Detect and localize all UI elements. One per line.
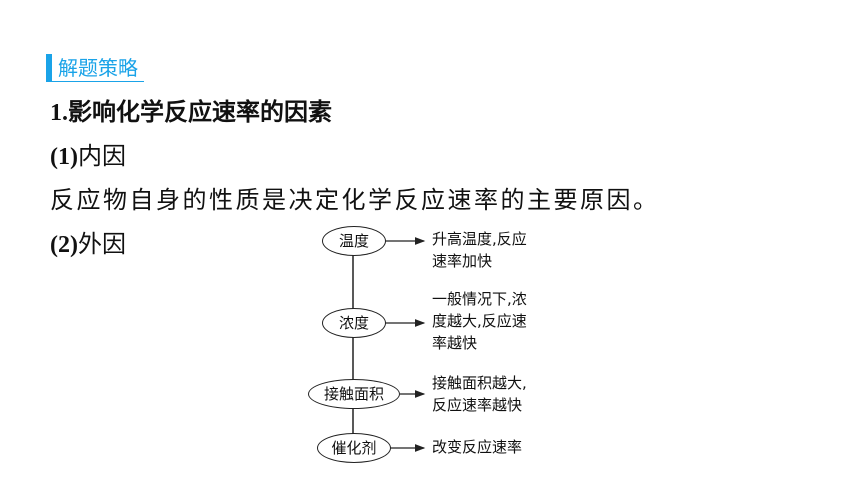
external-factors-diagram: 温度 浓度 接触面积 催化剂 升高温度,反应 速率加快 一般情况下,浓 度越大,… — [300, 222, 580, 472]
subheading-internal-cause: (1)内因 — [50, 140, 126, 173]
heading-text: 影响化学反应速率的因素 — [68, 98, 332, 126]
subheading-external-number: (2) — [50, 232, 78, 258]
factor-node-catalyst: 催化剂 — [317, 433, 391, 463]
factor-node-concentration: 浓度 — [322, 308, 386, 338]
heading-influencing-factors: 1.影响化学反应速率的因素 — [50, 96, 332, 129]
subheading-external-text: 外因 — [77, 230, 126, 258]
subheading-internal-text: 内因 — [77, 142, 126, 170]
internal-cause-paragraph: 反应物自身的性质是决定化学反应速率的主要原因。 — [50, 186, 660, 214]
factor-effect-catalyst: 改变反应速率 — [432, 438, 523, 456]
factor-effect-surface-area: 接触面积越大, 反应速率越快 — [432, 374, 527, 414]
heading-number: 1. — [50, 100, 68, 126]
section-tag: 解题策略 — [46, 54, 144, 82]
section-tag-label: 解题策略 — [52, 54, 144, 82]
factor-node-surface-area: 接触面积 — [308, 379, 400, 409]
factor-effect-temperature: 升高温度,反应 速率加快 — [432, 230, 527, 270]
factor-effect-concentration: 一般情况下,浓 度越大,反应速 率越快 — [432, 290, 527, 352]
subheading-internal-number: (1) — [50, 144, 78, 170]
factor-node-temperature: 温度 — [322, 226, 386, 256]
section-tag-bar — [46, 54, 52, 82]
subheading-external-cause: (2)外因 — [50, 228, 126, 261]
